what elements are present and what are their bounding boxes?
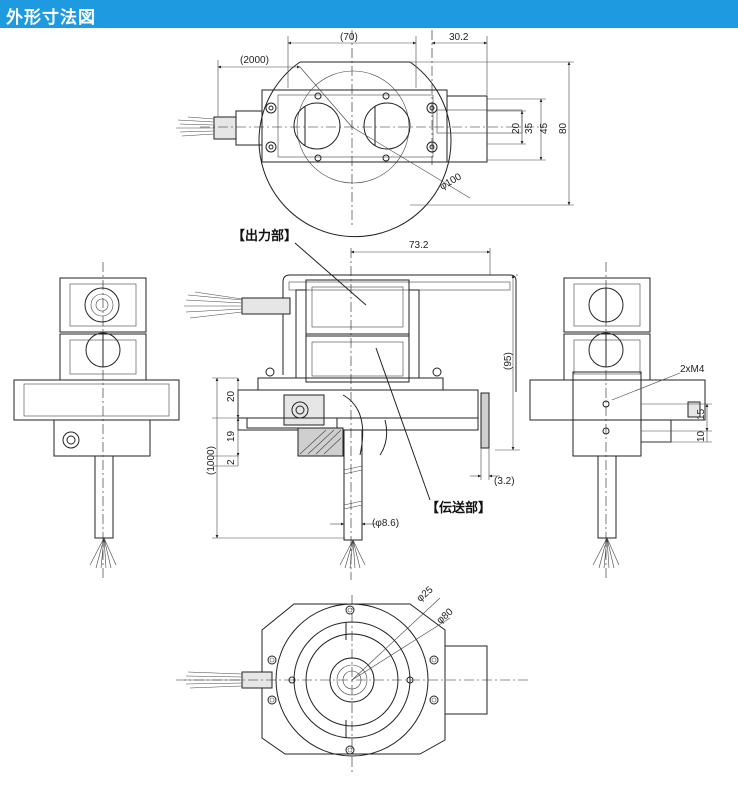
dim-1000: (1000) xyxy=(206,446,217,475)
dim-2xm4: 2xM4 xyxy=(680,364,705,375)
dim-45: 45 xyxy=(539,122,550,134)
transmission-section-callout: 【伝送部】 xyxy=(426,500,491,516)
left-side-view xyxy=(13,262,180,580)
dim-80: 80 xyxy=(558,122,569,134)
dim-2000: (2000) xyxy=(240,55,269,66)
dim-19: 19 xyxy=(226,430,237,442)
dim-95: (95) xyxy=(503,352,514,370)
dim-dia-25: φ25 xyxy=(415,584,436,604)
dim-15: 15 xyxy=(696,408,707,420)
dim-10: 10 xyxy=(696,430,707,442)
output-section-callout: 【出力部】 xyxy=(232,228,297,244)
bottom-view xyxy=(176,595,530,775)
dim-70: (70) xyxy=(340,32,358,43)
right-side-view xyxy=(529,262,712,580)
dim-3-2: (3.2) xyxy=(494,476,515,487)
title-bar: 外形寸法図 xyxy=(0,0,738,28)
drawing-title: 外形寸法図 xyxy=(6,8,96,28)
dim-30-2: 30.2 xyxy=(449,32,469,43)
dim-20-side: 20 xyxy=(226,390,237,402)
dim-dia-80: φ80 xyxy=(435,606,456,626)
dim-dia-8-6: (φ8.6) xyxy=(372,518,399,529)
front-view xyxy=(184,242,520,580)
dim-2: 2 xyxy=(226,459,237,465)
dim-73-2: 73.2 xyxy=(409,240,429,251)
dim-35: 35 xyxy=(524,122,535,134)
top-view xyxy=(176,30,574,238)
dim-dia-100: φ100 xyxy=(438,171,464,192)
dim-20: 20 xyxy=(511,122,522,134)
